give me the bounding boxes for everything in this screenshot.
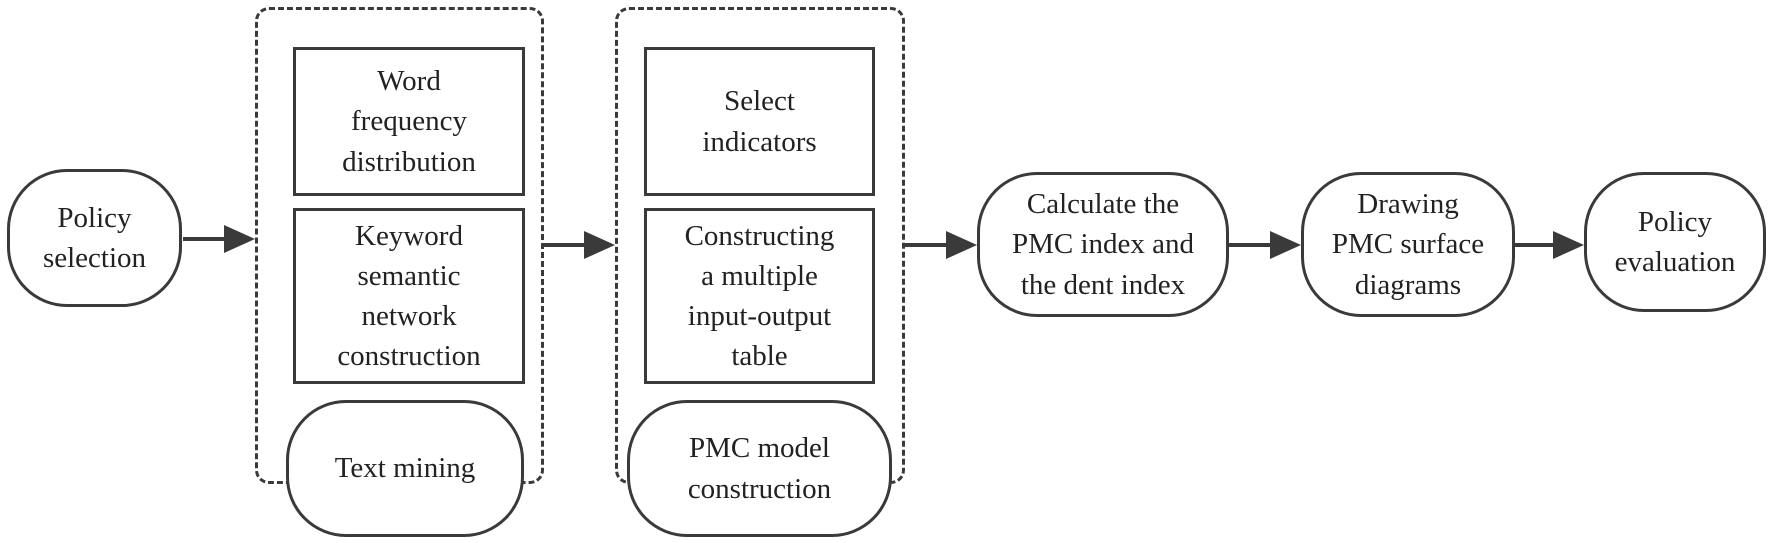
- constructing-table-label: Constructing a multiple input-output tab…: [684, 219, 835, 373]
- arrow-policy-to-text-mining: [183, 225, 255, 253]
- select-indicators-node: Select indicators: [644, 47, 875, 196]
- drawing-pmc-label: Drawing PMC surface diagrams: [1331, 188, 1485, 301]
- select-indicators-label: Select indicators: [702, 85, 817, 158]
- policy-selection-label: Policy selection: [42, 201, 147, 274]
- drawing-pmc-node: Drawing PMC surface diagrams: [1301, 172, 1515, 317]
- arrow-pmc-model-to-calculate: [905, 231, 977, 259]
- arrow-drawing-to-evaluation: [1515, 231, 1584, 259]
- arrow-calculate-to-drawing: [1229, 231, 1301, 259]
- keyword-network-label: Keyword semantic network construction: [337, 219, 481, 373]
- calculate-pmc-node: Calculate the PMC index and the dent ind…: [977, 172, 1229, 317]
- policy-evaluation-label: Policy evaluation: [1614, 205, 1736, 278]
- pmc-model-label: PMC model construction: [687, 432, 832, 505]
- keyword-network-node: Keyword semantic network construction: [293, 208, 525, 384]
- policy-selection-node: Policy selection: [7, 169, 182, 307]
- arrow-text-mining-to-pmc-model: [544, 231, 615, 259]
- constructing-table-node: Constructing a multiple input-output tab…: [644, 208, 875, 384]
- pmc-model-node: PMC model construction: [627, 400, 892, 537]
- text-mining-node: Text mining: [286, 400, 524, 537]
- text-mining-label: Text mining: [334, 452, 476, 485]
- policy-evaluation-node: Policy evaluation: [1584, 172, 1766, 312]
- calculate-pmc-label: Calculate the PMC index and the dent ind…: [1011, 188, 1195, 301]
- word-frequency-node: Word frequency distribution: [293, 47, 525, 196]
- word-frequency-label: Word frequency distribution: [342, 65, 476, 178]
